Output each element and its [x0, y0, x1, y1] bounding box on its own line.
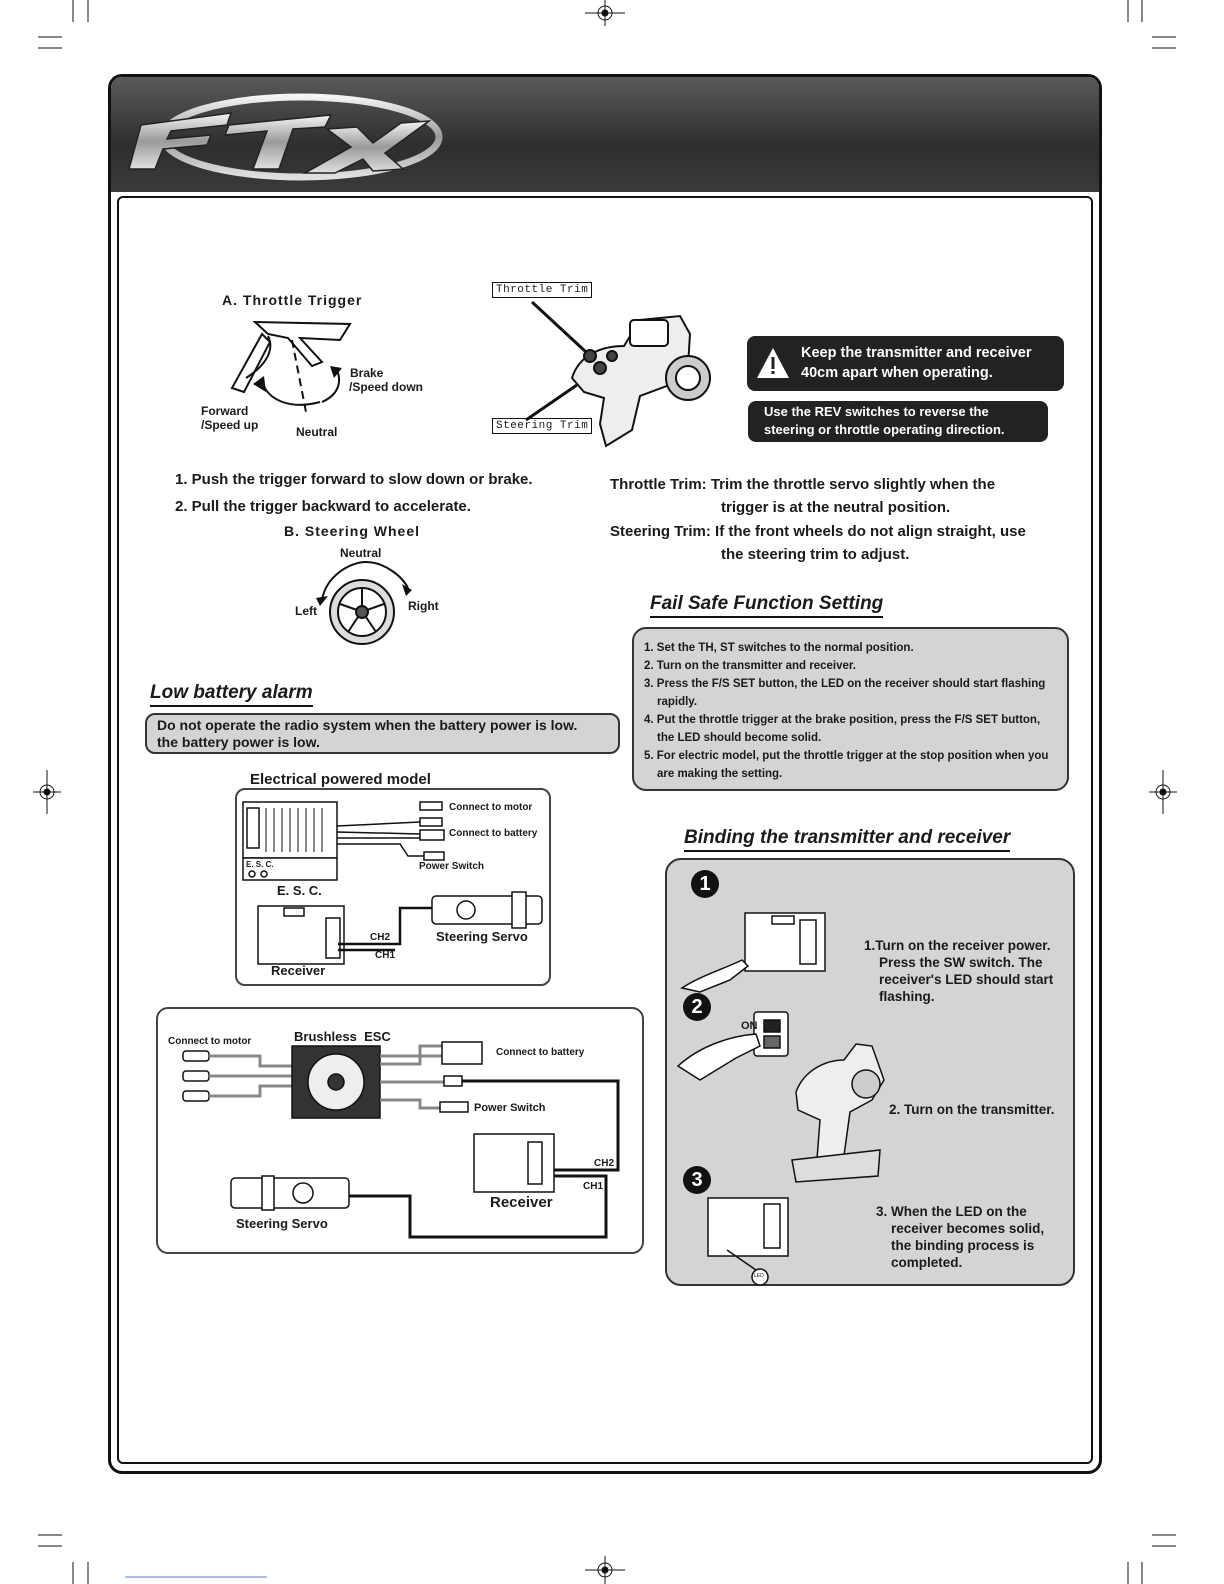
brushless-wiring-box: [156, 1007, 644, 1254]
steering-wheel-title: B. Steering Wheel: [284, 523, 421, 539]
binding-step3-line: the binding process is: [891, 1238, 1035, 1253]
bl-receiver-label: Receiver: [490, 1194, 553, 1211]
step-2-badge: 2: [683, 993, 711, 1021]
failsafe-panel: 1. Set the TH, ST switches to the normal…: [632, 627, 1069, 791]
steering-right-label: Right: [408, 599, 439, 613]
speed-up-label: /Speed up: [201, 418, 259, 432]
binding-title: Binding the transmitter and receiver: [684, 827, 1011, 852]
rev-note-line2: steering or throttle operating direction…: [764, 422, 1005, 437]
elec-ch2-label: CH2: [370, 932, 391, 943]
elec-connect-motor-label: Connect to motor: [449, 802, 533, 813]
throttle-step-2: 2. Pull the trigger backward to accelera…: [175, 498, 471, 515]
low-battery-line1: Do not operate the radio system when the…: [157, 717, 578, 733]
failsafe-item: 3. Press the F/S SET button, the LED on …: [644, 678, 1046, 690]
binding-step3-line: completed.: [891, 1255, 963, 1270]
distance-warning-line1: Keep the transmitter and receiver: [801, 345, 1032, 361]
brushless-esc-label: Brushless ESC: [294, 1029, 391, 1044]
elec-connect-battery-label: Connect to battery: [449, 828, 538, 839]
electric-model-title: Electrical powered model: [250, 771, 431, 788]
distance-warning-line2: 40cm apart when operating.: [801, 365, 993, 381]
steering-trim-desc-1: Steering Trim: If the front wheels do no…: [610, 523, 1026, 540]
failsafe-item: 1. Set the TH, ST switches to the normal…: [644, 642, 914, 654]
distance-warning-box: Keep the transmitter and receiver 40cm a…: [747, 336, 1064, 391]
binding-step1-line: 1.Turn on the receiver power.: [864, 938, 1051, 953]
bl-ch1-label: CH1: [583, 1181, 604, 1192]
bl-steering-servo-label: Steering Servo: [236, 1216, 328, 1231]
binding-step3-line: receiver becomes solid,: [891, 1221, 1045, 1236]
steering-trim-callout: Steering Trim: [492, 418, 593, 434]
throttle-trigger-title: A. Throttle Trigger: [222, 292, 363, 308]
rev-note-line1: Use the REV switches to reverse the: [764, 404, 989, 419]
binding-step1-line: receiver's LED should start: [879, 972, 1054, 987]
failsafe-item: 5. For electric model, put the throttle …: [644, 750, 1049, 762]
elec-power-switch-label: Power Switch: [419, 861, 485, 872]
elec-steering-servo-label: Steering Servo: [436, 929, 528, 944]
forward-label: Forward: [201, 404, 249, 418]
failsafe-title: Fail Safe Function Setting: [650, 593, 884, 618]
throttle-step-1: 1. Push the trigger forward to slow down…: [175, 471, 533, 488]
header-banner: [111, 77, 1099, 192]
elec-receiver-label: Receiver: [271, 963, 326, 978]
neutral-label: Neutral: [296, 425, 338, 439]
steering-neutral-label: Neutral: [340, 546, 382, 560]
failsafe-item: 2. Turn on the transmitter and receiver.: [644, 660, 856, 672]
failsafe-item: the LED should become solid.: [657, 732, 822, 744]
throttle-trim-desc-2: trigger is at the neutral position.: [721, 499, 951, 516]
rev-switch-note: Use the REV switches to reverse the stee…: [748, 401, 1048, 442]
low-battery-line2: the battery power is low.: [157, 734, 320, 750]
esc-small-label: E. S. C.: [246, 860, 274, 869]
failsafe-item: rapidly.: [657, 696, 698, 708]
speed-down-label: /Speed down: [349, 380, 424, 394]
warning-triangle-icon: [757, 348, 789, 378]
bl-connect-battery-label: Connect to battery: [496, 1047, 585, 1058]
low-battery-title: Low battery alarm: [150, 682, 313, 707]
steering-left-label: Left: [295, 604, 317, 618]
step-3-badge: 3: [683, 1166, 711, 1194]
bl-power-switch-label: Power Switch: [474, 1102, 546, 1114]
on-switch-label: ON: [741, 1020, 758, 1032]
brake-label: Brake: [350, 366, 384, 380]
binding-step3-line: 3. When the LED on the: [876, 1204, 1027, 1219]
esc-label: E. S. C.: [277, 883, 322, 898]
binding-step2-text: 2. Turn on the transmitter.: [889, 1102, 1055, 1117]
failsafe-item: 4. Put the throttle trigger at the brake…: [644, 714, 1041, 726]
binding-step1-line: Press the SW switch. The: [879, 955, 1043, 970]
led-label: LED: [754, 1273, 764, 1279]
bl-ch2-label: CH2: [594, 1158, 615, 1169]
failsafe-item: are making the setting.: [657, 768, 783, 780]
elec-ch1-label: CH1: [375, 950, 396, 961]
content-border: [117, 196, 1093, 1464]
bl-connect-motor-label: Connect to motor: [168, 1036, 252, 1047]
throttle-trim-desc-1: Throttle Trim: Trim the throttle servo s…: [610, 476, 996, 493]
step-1-badge: 1: [691, 870, 719, 898]
low-battery-panel: Do not operate the radio system when the…: [145, 713, 620, 754]
throttle-trim-callout: Throttle Trim: [492, 282, 593, 298]
steering-trim-desc-2: the steering trim to adjust.: [721, 546, 910, 563]
binding-step1-line: flashing.: [879, 989, 935, 1004]
ftx-logo: [128, 93, 443, 181]
